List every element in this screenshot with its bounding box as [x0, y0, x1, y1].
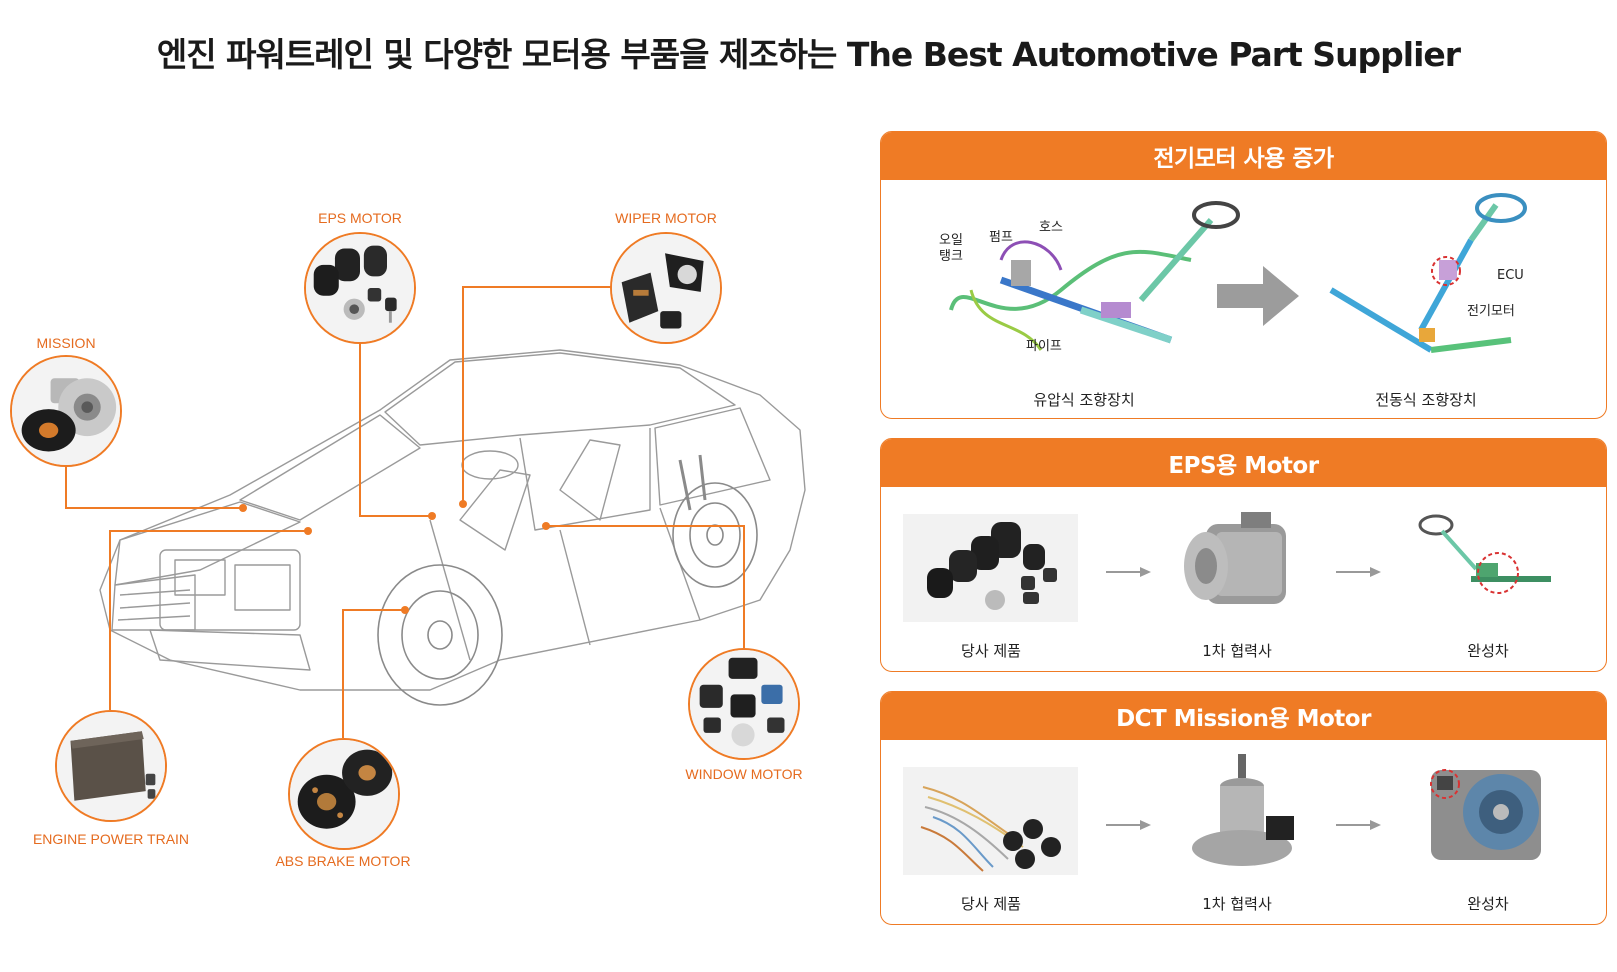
callout-engine-power-train-label: ENGINE POWER TRAIN — [32, 831, 190, 847]
label-pipe: 파이프 — [1026, 339, 1062, 354]
label-pump: 펌프 — [989, 230, 1013, 245]
mission-image — [10, 355, 122, 467]
car-body-outline — [99, 349, 806, 691]
caption-our-product: 당사 제품 — [961, 642, 1021, 660]
label-electric-motor: 전기모터 — [1467, 304, 1515, 319]
label-hose: 호스 — [1039, 220, 1063, 235]
eps-tier1-image — [1181, 504, 1296, 622]
callout-abs-brake-motor-label: ABS BRAKE MOTOR — [275, 853, 411, 869]
connector-wiper — [462, 286, 612, 504]
caption-tier1-supplier: 1차 협력사 — [1202, 895, 1272, 913]
panel-dct-mission-motor: DCT Mission용 Motor — [880, 691, 1607, 925]
callout-mission-label: MISSION — [36, 335, 96, 351]
panel1-body: 오일 탱크 펌프 호스 파이프 ECU 전기모터 유압식 조향장치 전동식 조향… — [881, 180, 1606, 418]
callout-window-motor-label: WINDOW MOTOR — [685, 766, 803, 782]
caption-hydraulic-steering: 유압식 조향장치 — [1033, 391, 1135, 409]
arrow-right-icon — [1336, 563, 1382, 582]
callout-eps-motor-label: EPS MOTOR — [318, 210, 402, 226]
car-illustration — [65, 286, 806, 738]
front-wheel — [377, 564, 503, 706]
abs-brake-motor-image — [288, 738, 400, 850]
panel-eps-motor: EPS용 Motor — [880, 438, 1607, 672]
caption-our-product: 당사 제품 — [961, 895, 1021, 913]
panel2-header: EPS용 Motor — [881, 439, 1606, 487]
panel2-body: 당사 제품 1차 협력사 완성차 — [881, 487, 1606, 671]
arrow-right-icon — [1106, 816, 1152, 835]
eps-vehicle-image — [1416, 509, 1561, 619]
caption-electric-steering: 전동식 조향장치 — [1375, 391, 1477, 409]
car-parts-diagram: EPS MOTOR WIPER MOTOR MISSION ENGINE POW… — [0, 190, 840, 930]
connector-window — [546, 525, 745, 648]
panel3-header: DCT Mission용 Motor — [881, 692, 1606, 740]
car-hood — [114, 501, 301, 586]
connector-eps — [359, 342, 432, 517]
dct-vehicle-image — [1421, 750, 1556, 875]
page-title: 엔진 파워트레인 및 다양한 모터용 부품을 제조하는 The Best Aut… — [156, 35, 1461, 74]
arrow-right-icon — [1336, 816, 1382, 835]
engine-power-train-image — [55, 710, 167, 822]
arrow-right-icon — [1106, 563, 1152, 582]
dct-tier1-image — [1186, 752, 1301, 877]
connector-mission — [65, 465, 243, 509]
electric-steering-illustration — [1329, 193, 1527, 353]
connector-abs — [342, 609, 405, 738]
callout-wiper-motor-label: WIPER MOTOR — [615, 210, 717, 226]
dct-our-product-image — [903, 767, 1078, 875]
caption-finished-vehicle: 완성차 — [1467, 895, 1509, 913]
panel1-header: 전기모터 사용 증가 — [881, 132, 1606, 180]
window-motor-image — [688, 648, 800, 760]
wiper-motor-image — [610, 232, 722, 344]
panel-electric-motor-usage: 전기모터 사용 증가 오일 탱크 펌프 호스 파이프 — [880, 131, 1607, 419]
panel3-body: 당사 제품 1차 협력사 완성차 — [881, 740, 1606, 924]
caption-finished-vehicle: 완성차 — [1467, 642, 1509, 660]
hydraulic-steering-illustration — [949, 201, 1240, 351]
transition-arrow-icon — [1217, 266, 1299, 326]
eps-motor-image — [304, 232, 416, 344]
caption-tier1-supplier: 1차 협력사 — [1202, 642, 1272, 660]
car-roof — [384, 352, 736, 446]
car-windshield — [239, 414, 421, 521]
label-oil-tank: 오일 탱크 — [939, 233, 963, 264]
connector-engine — [109, 530, 308, 710]
label-ecu: ECU — [1497, 268, 1524, 283]
rear-wheel — [672, 482, 758, 588]
eps-our-product-image — [903, 514, 1078, 622]
